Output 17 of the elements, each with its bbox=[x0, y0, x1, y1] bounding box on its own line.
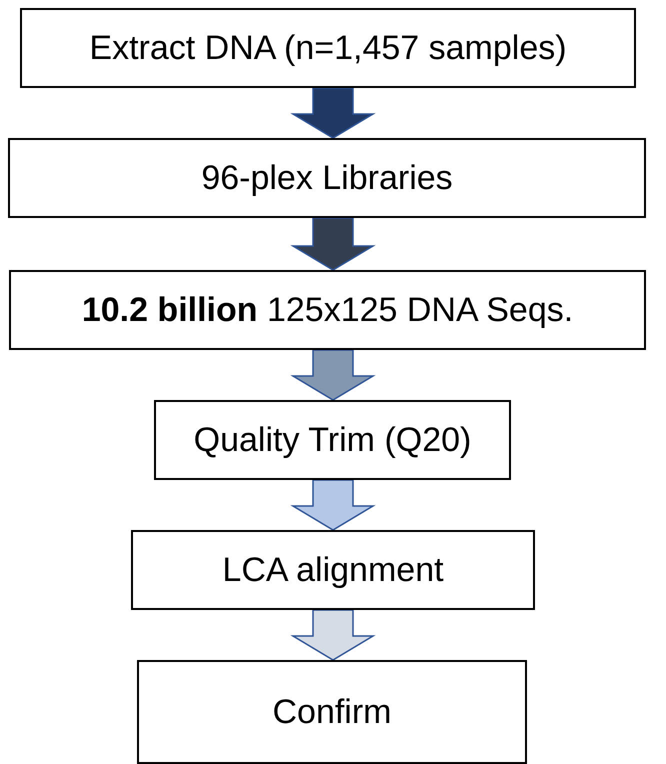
block-arrow bbox=[290, 217, 376, 271]
block-arrow bbox=[290, 609, 376, 661]
block-arrow bbox=[290, 87, 376, 139]
box-label: 10.2 billion 125x125 DNA Seqs. bbox=[82, 290, 574, 331]
box-label: Confirm bbox=[272, 692, 392, 733]
process-box bbox=[154, 400, 511, 480]
box-label: LCA alignment bbox=[222, 550, 444, 591]
process-box bbox=[131, 530, 535, 610]
box-label: Extract DNA (n=1,457 samples) bbox=[89, 28, 567, 69]
process-box bbox=[20, 8, 636, 88]
process-box bbox=[9, 270, 646, 350]
process-box bbox=[8, 138, 646, 218]
process-box bbox=[137, 660, 527, 764]
block-arrow bbox=[290, 479, 376, 531]
box-label: Quality Trim (Q20) bbox=[194, 420, 472, 461]
box-label: 96-plex Libraries bbox=[201, 158, 453, 199]
block-arrow bbox=[290, 349, 376, 401]
